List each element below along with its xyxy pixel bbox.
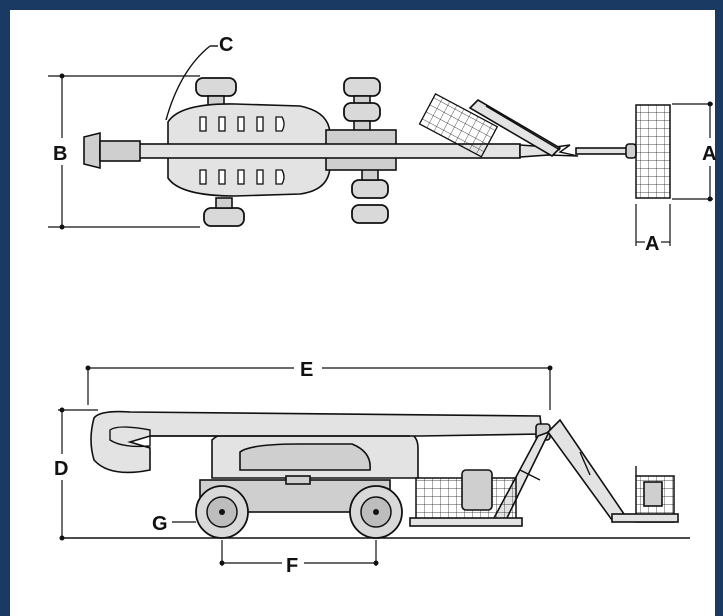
side-stowed-basket (409, 469, 523, 527)
label-c: C (219, 34, 233, 56)
dimension-e (85, 365, 553, 410)
label-b: B (53, 143, 67, 165)
dimension-a-vertical (672, 101, 713, 202)
dimension-d (58, 407, 98, 541)
side-wheels (195, 485, 403, 539)
top-boom (83, 131, 637, 170)
label-a-vertical: A (702, 143, 716, 165)
side-boom (90, 410, 543, 474)
label-a-horizontal: A (645, 233, 659, 255)
label-g: G (152, 513, 168, 535)
top-view: B C (48, 34, 716, 255)
side-platform (611, 466, 679, 523)
label-f: F (286, 555, 298, 577)
top-jib-ghost (418, 93, 562, 158)
top-platform (635, 104, 671, 199)
dimension-f (219, 540, 379, 566)
label-e: E (300, 359, 313, 381)
dimension-a-horizontal (635, 204, 671, 246)
leader-c (165, 45, 218, 121)
dimension-b (48, 73, 200, 230)
label-d: D (54, 458, 68, 480)
side-view: E D (54, 359, 690, 577)
top-wheels (195, 77, 389, 227)
